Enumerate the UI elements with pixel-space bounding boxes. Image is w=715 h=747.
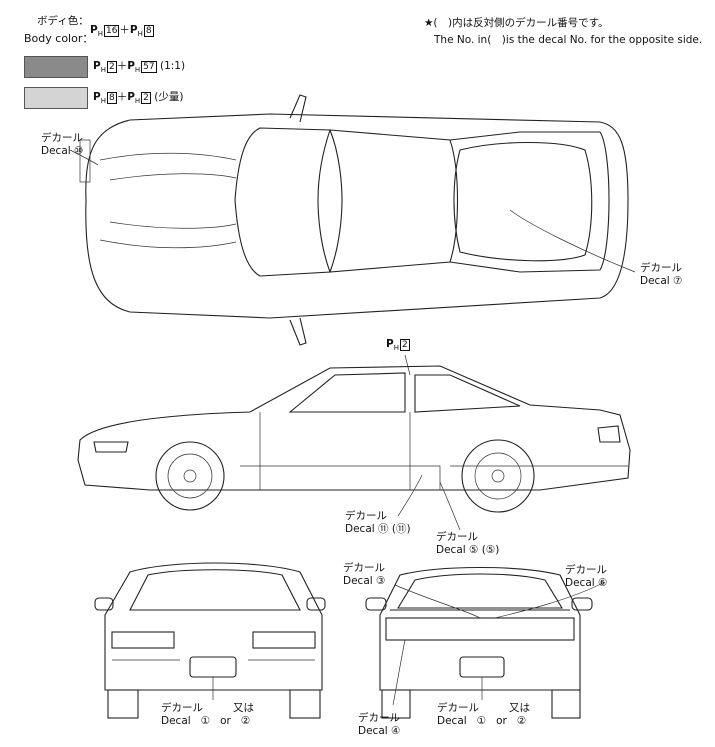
rear-view-drawing <box>365 566 606 719</box>
color-swatch-light <box>24 87 88 109</box>
opposite-side-note-jp: ★( )内は反対側のデカール番号です。 <box>424 17 609 29</box>
color-swatch-dark <box>24 56 88 78</box>
body-color-label-en: Body color： <box>24 32 94 45</box>
top-view-drawing <box>69 94 636 346</box>
side-view-drawing <box>77 354 631 531</box>
body-color-label-jp: ボディ色： <box>37 15 89 27</box>
callout-front-plate-decal: デカール 又は Decal ① or ② <box>161 702 255 727</box>
callout-rear-plate-decal: デカール 又は Decal ① or ② <box>437 702 531 727</box>
opposite-side-note-en: The No. in( )is the decal No. for the op… <box>434 34 703 46</box>
front-view-drawing <box>94 562 326 719</box>
